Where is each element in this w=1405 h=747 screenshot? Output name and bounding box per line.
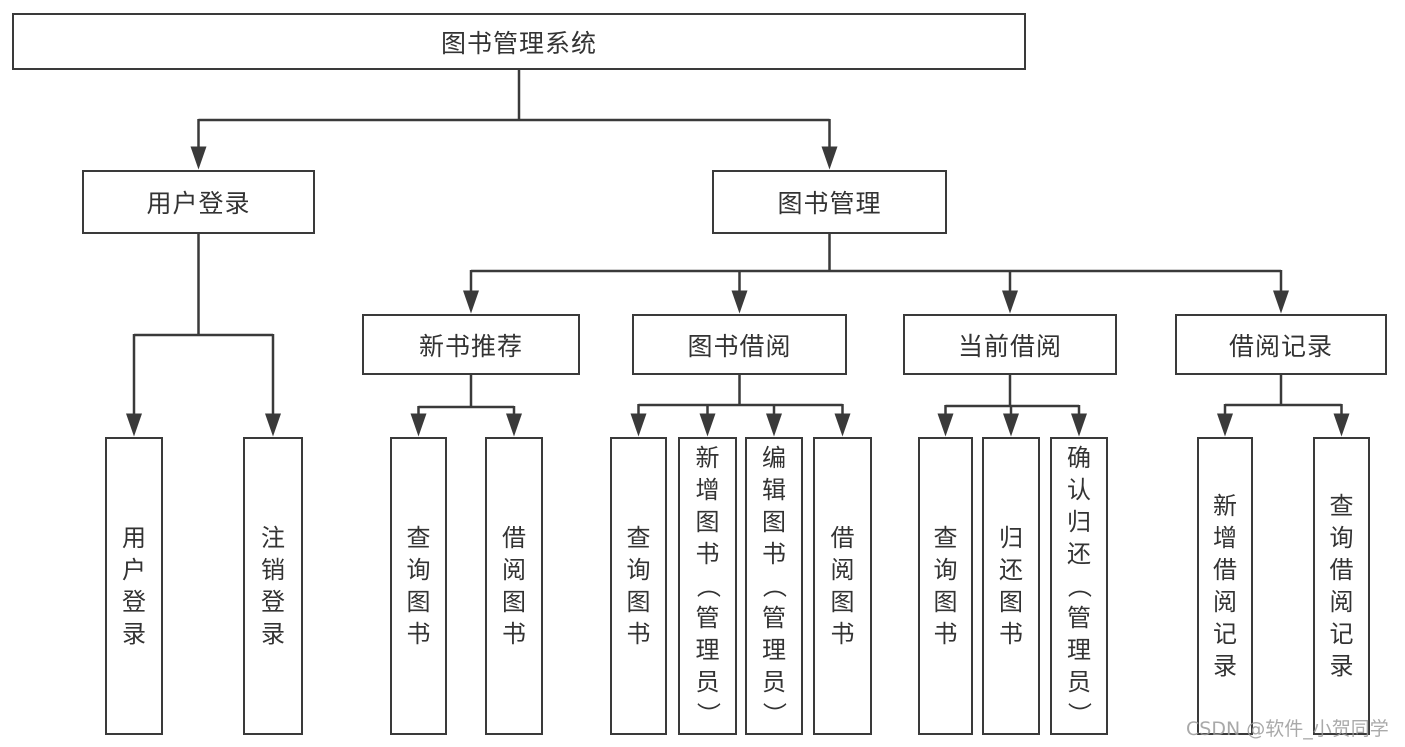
arrowhead-down-icon	[1002, 290, 1018, 314]
node-label: 图书管理系统	[440, 28, 597, 58]
arrowhead-down-icon	[190, 146, 207, 170]
arrowhead-down-icon	[834, 413, 851, 437]
node-label: 查询图书	[406, 524, 431, 648]
node-label: 图书借阅	[687, 331, 792, 361]
arrowhead-down-icon	[699, 413, 716, 437]
node-label: 确认归还（管理员）	[1065, 444, 1093, 726]
node-label: 用户登录	[122, 524, 146, 648]
node-label: 查询图书	[933, 524, 958, 648]
node-label: 注销登录	[261, 524, 285, 648]
node-logout-action: 注销登录	[243, 437, 303, 735]
arrowhead-down-icon	[766, 413, 782, 437]
node-label: 用户登录	[146, 189, 251, 218]
node-label: 归还图书	[999, 524, 1023, 648]
node-new-book-recommend: 新书推荐	[362, 314, 580, 375]
node-book-borrowing: 图书借阅	[632, 314, 847, 375]
node-library-system: 图书管理系统	[12, 13, 1026, 70]
arrowhead-down-icon	[821, 146, 838, 170]
arrowhead-down-icon	[463, 290, 479, 314]
arrowhead-down-icon	[1273, 290, 1289, 314]
arrowhead-down-icon	[1217, 413, 1233, 437]
node-query-borrow-record: 查询借阅记录	[1313, 437, 1370, 735]
node-login-action: 用户登录	[105, 437, 163, 735]
node-label: 新增借阅记录	[1213, 492, 1237, 680]
node-label: 借阅记录	[1228, 331, 1333, 361]
arrowhead-down-icon	[630, 413, 647, 437]
arrowhead-down-icon	[1071, 413, 1087, 437]
node-query-books-borrow: 查询图书	[610, 437, 667, 735]
node-label: 当前借阅	[957, 331, 1062, 361]
node-add-books-admin: 新增图书（管理员）	[678, 437, 737, 735]
node-current-borrowing: 当前借阅	[903, 314, 1117, 375]
node-book-management: 图书管理	[712, 170, 947, 234]
node-borrow-books-recommend: 借阅图书	[485, 437, 543, 735]
node-label: 图书管理	[777, 189, 882, 218]
node-query-books-recommend: 查询图书	[390, 437, 447, 735]
node-label: 新增图书（管理员）	[693, 444, 722, 726]
arrowhead-down-icon	[265, 413, 281, 437]
node-confirm-return-admin: 确认归还（管理员）	[1050, 437, 1108, 735]
arrowhead-down-icon	[410, 413, 427, 437]
node-return-books: 归还图书	[982, 437, 1040, 735]
node-label: 新书推荐	[418, 331, 523, 361]
arrowhead-down-icon	[937, 413, 954, 437]
arrowhead-down-icon	[126, 413, 142, 437]
node-label: 编辑图书（管理员）	[760, 444, 788, 726]
node-borrow-books-borrow: 借阅图书	[813, 437, 872, 735]
csdn-watermark: CSDN @软件_小贺同学	[1186, 718, 1389, 740]
node-label: 借阅图书	[502, 524, 526, 648]
node-label: 查询图书	[626, 524, 651, 648]
arrowhead-down-icon	[731, 290, 748, 314]
node-query-books-current: 查询图书	[918, 437, 973, 735]
arrowhead-down-icon	[1333, 413, 1350, 437]
arrowhead-down-icon	[506, 413, 522, 437]
node-borrowing-records: 借阅记录	[1175, 314, 1387, 375]
node-edit-books-admin: 编辑图书（管理员）	[745, 437, 803, 735]
node-label: 查询借阅记录	[1329, 492, 1354, 680]
arrowhead-down-icon	[1003, 413, 1019, 437]
node-user-login: 用户登录	[82, 170, 315, 234]
node-add-borrow-record: 新增借阅记录	[1197, 437, 1253, 735]
node-label: 借阅图书	[830, 524, 855, 648]
